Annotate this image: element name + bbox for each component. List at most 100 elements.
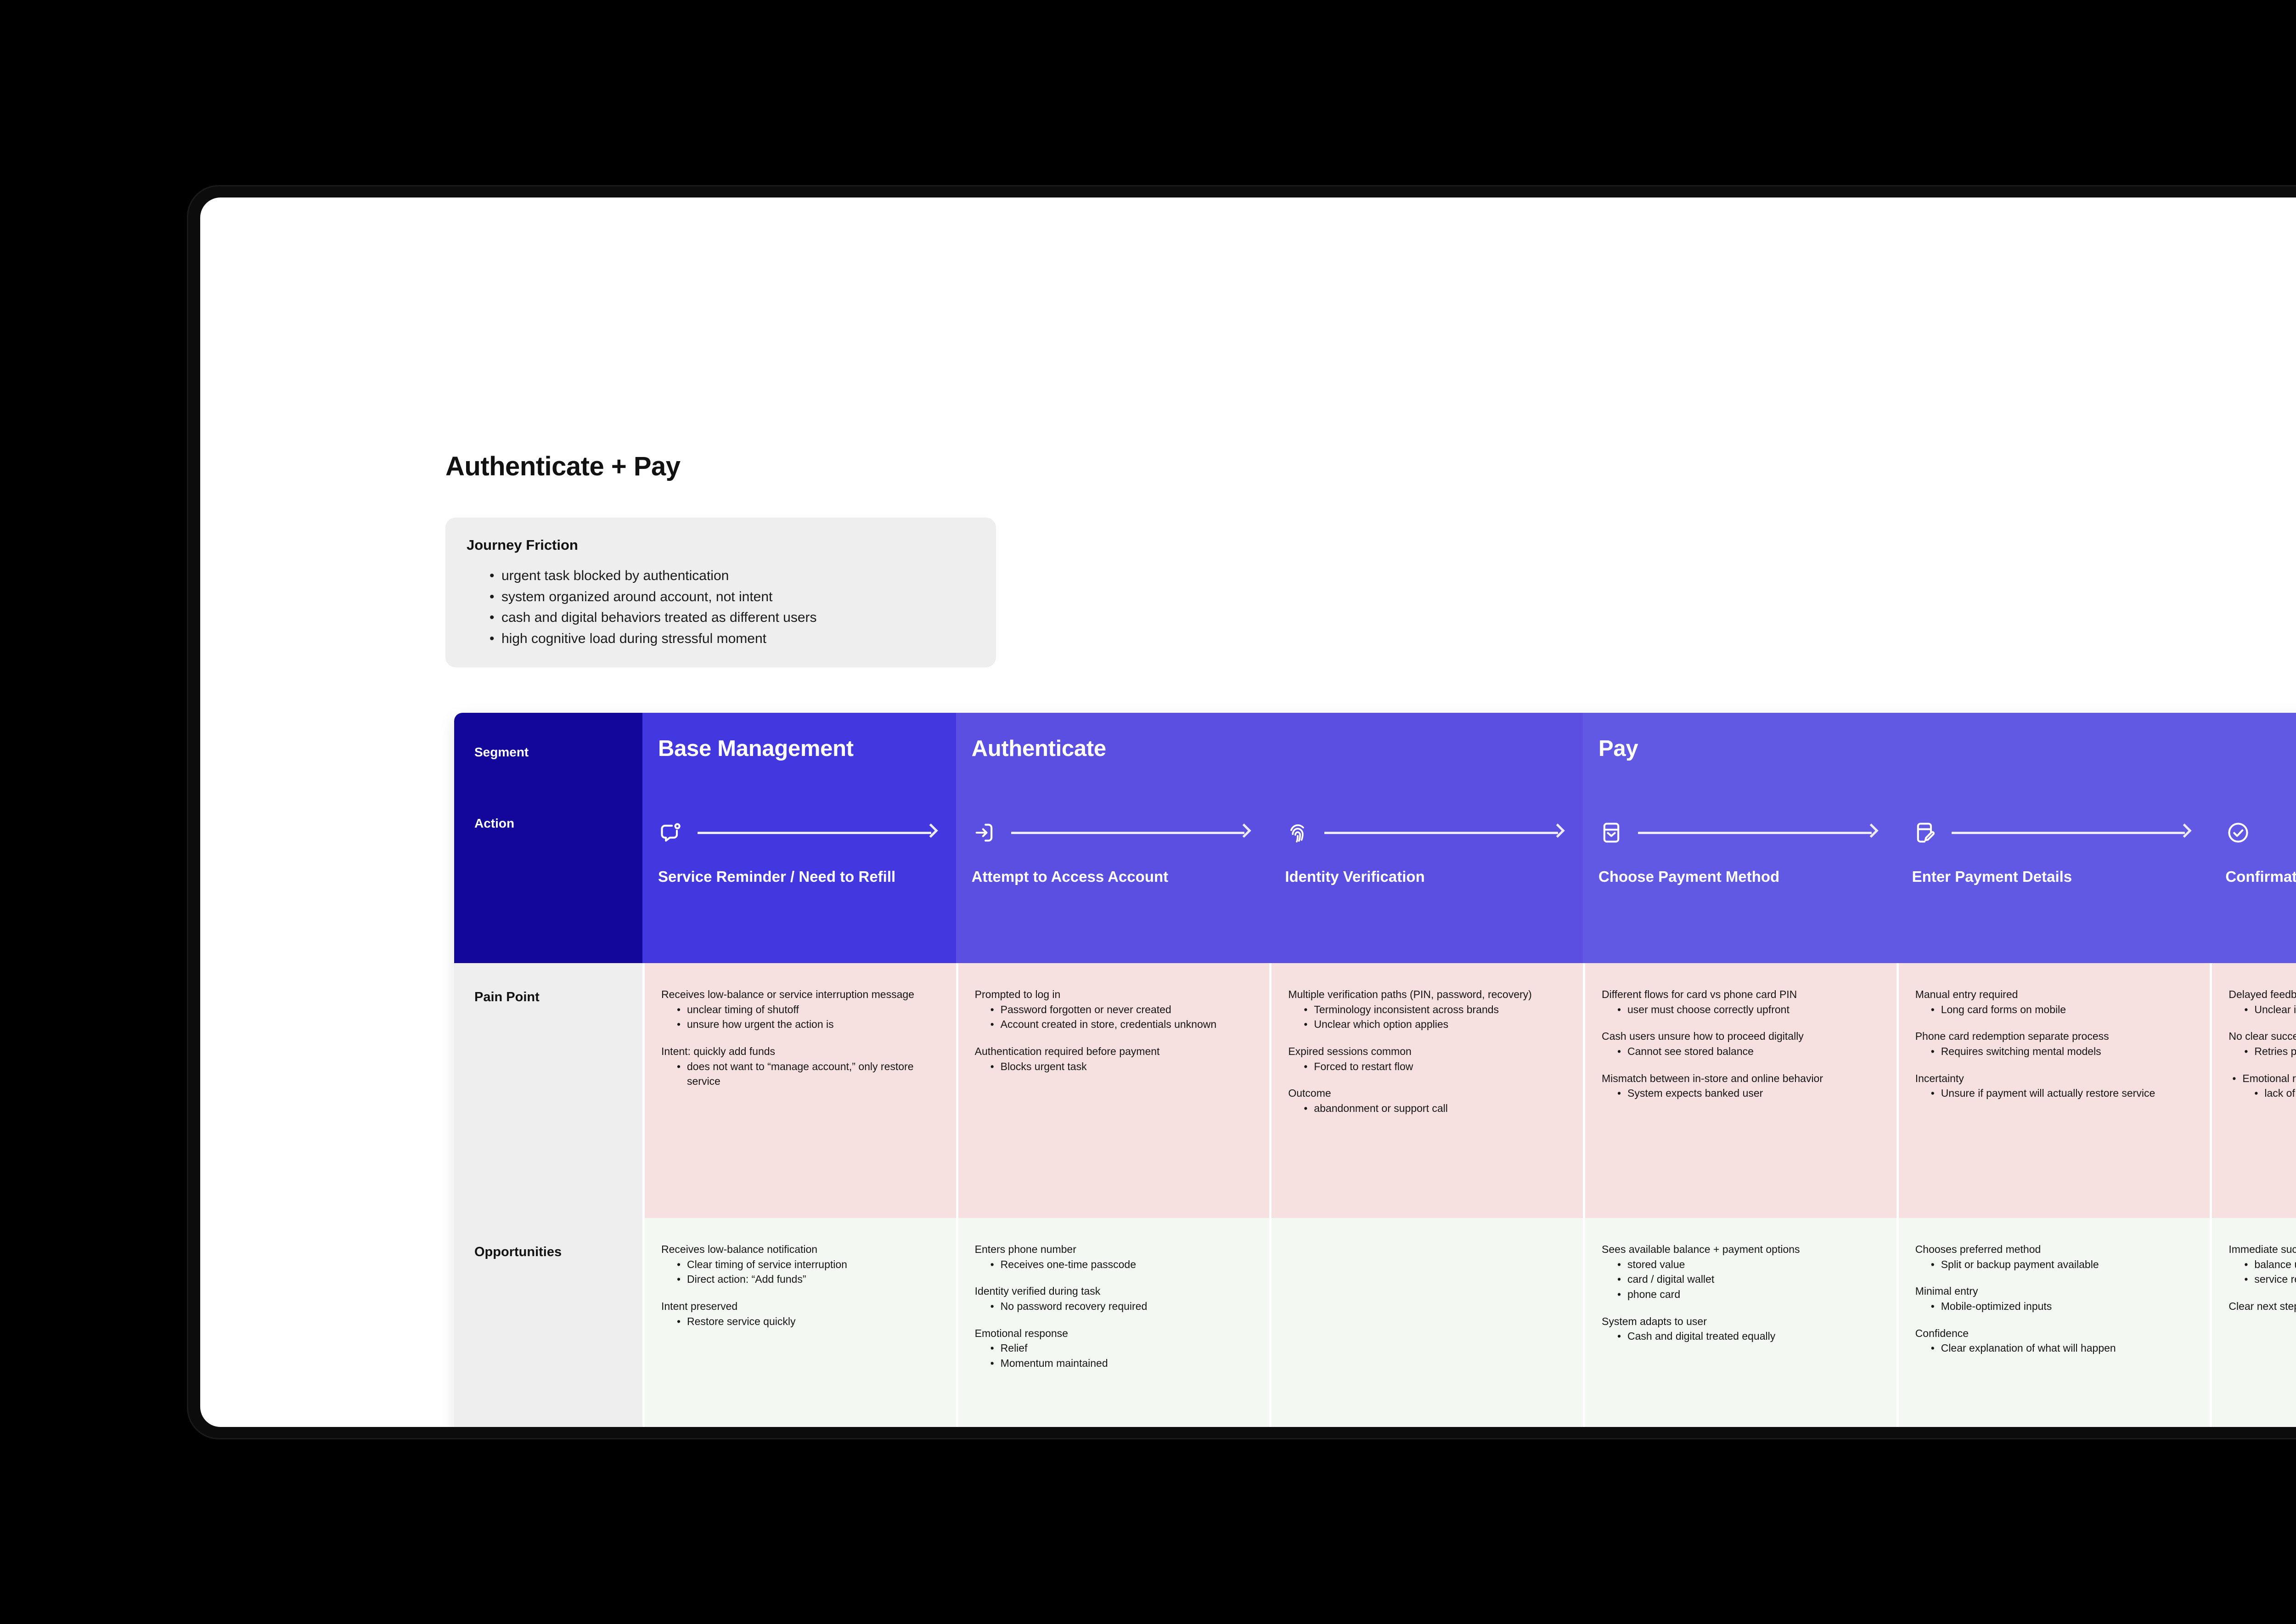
login-arrow-icon [972,820,997,846]
content-block: Clear next steps [2228,1299,2296,1314]
block-bullet-text: Emotional response [2242,1072,2296,1084]
block-bullet-item: •Clear explanation of what will happen [1915,1341,2192,1356]
page-title: Authenticate + Pay [445,451,681,481]
step-flow-arrow-icon [1638,823,1879,839]
bullet-glyph: • [1617,1330,1621,1342]
bullet-glyph: • [677,1258,681,1270]
block-bullet-item: •does not want to “manage account,” only… [661,1059,938,1089]
bullet-glyph: • [2254,1087,2258,1100]
step-label: Attempt to Access Account [971,868,1169,885]
journey-step[interactable]: Service Reminder / Need to Refill [642,770,956,963]
step-flow-arrow-icon [1011,823,1252,839]
block-bullet-text: service restored [2254,1273,2296,1286]
content-block: Cash users unsure how to proceed digital… [1602,1029,1878,1059]
bullet-glyph: • [1930,1342,1935,1354]
content-block: Prompted to log in•Password forgotten or… [975,987,1251,1032]
block-bullet-item: •Direct action: “Add funds” [661,1272,938,1287]
step-icon-row [1285,818,1569,847]
fingerprint-icon [1285,820,1311,846]
block-bullet-item: •Receives one-time passcode [975,1257,1251,1272]
journey-friction-item: •urgent task blocked by authentication [467,565,975,586]
block-bullet-text: Momentum maintained [1000,1357,1108,1369]
journey-step[interactable]: Attempt to Access Account [956,770,1270,963]
journey-friction-item: •high cognitive load during stressful mo… [467,628,975,649]
block-heading: System adapts to user [1602,1315,1707,1327]
block-bullet-item: •abandonment or support call [1288,1101,1564,1116]
segment-title-bar: Pay [1583,713,2296,770]
content-block: •Emotional response•lack of trust in sys… [2228,1071,2296,1101]
check-circle-icon [2225,820,2251,846]
bullet-glyph: • [990,1018,994,1031]
opportunity-cell: Chooses preferred method•Split or backup… [1896,1218,2210,1427]
block-heading: Confidence [1915,1327,1969,1339]
block-bullet-text: unsure how urgent the action is [687,1018,834,1031]
step-label: Service Reminder / Need to Refill [658,868,896,885]
block-heading: Identity verified during task [974,1285,1101,1297]
bullet-glyph: • [990,1300,994,1312]
block-bullet-text: unclear timing of shutoff [687,1003,799,1015]
block-bullet-text: Long card forms on mobile [1941,1003,2066,1015]
content-block: Mismatch between in-store and online beh… [1602,1071,1878,1101]
block-bullet-item: •Clear timing of service interruption [661,1257,938,1272]
block-bullet-item: •balance updated [2228,1257,2296,1272]
row-label-action: Action [474,816,515,830]
block-bullet-text: does not want to “manage account,” only … [687,1060,914,1088]
journey-step[interactable]: Enter Payment Details [1896,770,2210,963]
journey-step[interactable]: Choose Payment Method [1583,770,1896,963]
opportunity-cell: Receives low-balance notification•Clear … [642,1218,956,1427]
block-bullet-text: Terminology inconsistent across brands [1314,1003,1499,1015]
block-bullet-item: • Terminology inconsistent across brands [1288,1002,1564,1017]
block-bullet-item: •Mobile-optimized inputs [1915,1299,2192,1314]
content-block: Expired sessions common•Forced to restar… [1288,1044,1564,1074]
block-heading: Enters phone number [974,1243,1076,1255]
block-bullet-text: Forced to restart flow [1314,1060,1413,1072]
block-heading: Multiple verification paths (PIN, passwo… [1288,988,1532,1000]
bullet-glyph: • [1304,1003,1308,1015]
block-bullet-text: lack of trust in system reliabilit [2264,1087,2296,1100]
journey-friction-list: •urgent task blocked by authentication•s… [467,565,975,649]
journey-friction-card: Journey Friction •urgent task blocked by… [445,518,996,668]
block-bullet-text: Cash and digital treated equally [1627,1330,1776,1342]
bullet-glyph: • [2244,1258,2248,1270]
block-heading: Receives low-balance or service interrup… [661,988,914,1000]
block-bullet-item: •Forced to restart flow [1288,1059,1564,1074]
message-bubble-alert-icon [658,820,684,846]
block-heading: Minimal entry [1915,1285,1978,1297]
opportunities-row: Opportunities Receives low-balance notif… [454,1218,2296,1427]
block-bullet-item: •service restored [2228,1272,2296,1287]
bullet-glyph: • [1930,1258,1935,1270]
opportunities-label-cell: Opportunities [454,1218,642,1427]
segment-title-bar: Authenticate [956,713,1583,770]
segment-title: Base Management [658,736,854,761]
block-bullet-item: •Requires switching mental models [1915,1044,2192,1059]
step-label: Choose Payment Method [1598,868,1780,885]
block-heading: Manual entry required [1915,988,2018,1000]
step-icon-row [2225,818,2296,847]
content-block: Sees available balance + payment options… [1602,1242,1878,1302]
bullet-glyph: • [990,1060,994,1072]
step-icon-row [972,818,1256,847]
bullet-glyph: • [1930,1087,1935,1100]
block-bullet-item: •user must choose correctly upfront [1602,1002,1878,1017]
bullet-glyph: • [990,1258,994,1270]
bullet-glyph: • [490,610,495,626]
block-bullet-text: card / digital wallet [1627,1273,1715,1286]
bullet-glyph: • [1930,1003,1935,1015]
journey-step[interactable]: Confirmation & Service Restoration [2210,770,2296,963]
block-bullet-item: •Unclear which option applies [1288,1017,1564,1032]
bullet-glyph: • [2244,1045,2248,1057]
block-bullet-item: • Cash and digital treated equally [1602,1329,1878,1344]
journey-step[interactable]: Identity Verification [1269,770,1583,963]
wallet-card-slot-icon [1598,820,1624,846]
pain-point-cell: Delayed feedback after payment•Unclear i… [2210,963,2296,1218]
bullet-glyph: • [490,589,495,604]
block-bullet-text: System expects banked user [1627,1087,1763,1100]
row-label-pain-point: Pain Point [474,990,540,1004]
block-bullet-item: •card / digital wallet [1602,1272,1878,1287]
content-block: System adapts to user • Cash and digital t… [1602,1314,1878,1344]
pain-point-cell: Multiple verification paths (PIN, passwo… [1269,963,1583,1218]
